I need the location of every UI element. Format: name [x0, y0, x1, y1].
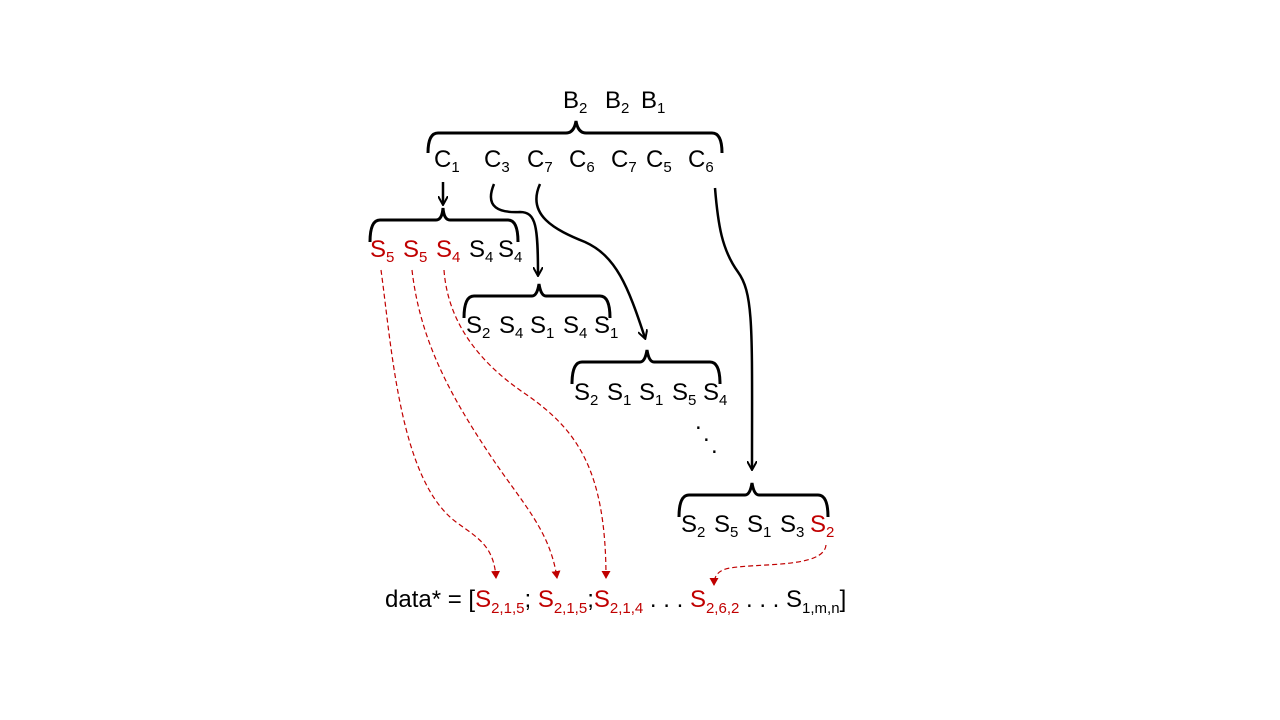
arrow-c6-to-group-4 — [713, 187, 752, 469]
brace-s-group-3 — [570, 349, 722, 385]
s-group-4-item-1: S2 — [681, 511, 706, 541]
s-group-1-item-5: S4 — [498, 236, 523, 266]
s-group-3-item-1: S2 — [574, 379, 599, 409]
data-item-1: S2,1,5 — [475, 586, 525, 617]
b-label-2: B2 — [605, 87, 630, 117]
brace-c-row — [426, 120, 724, 154]
s-group-1-item-4: S4 — [469, 236, 494, 266]
ellipsis-dot-2: . — [703, 420, 710, 447]
arrow-c7-to-group-3 — [535, 183, 645, 338]
s-group-4-item-3: S1 — [747, 511, 772, 541]
c-label-7: C6 — [688, 146, 714, 176]
ellipsis-dot-1: . — [695, 408, 702, 435]
s-group-3-item-2: S1 — [607, 379, 632, 409]
brace-s-group-1 — [368, 207, 520, 243]
c-label-6: C5 — [646, 146, 672, 176]
b-label-3: B1 — [641, 87, 666, 117]
b-label-1: B2 — [563, 87, 588, 117]
s-group-2-item-3: S1 — [530, 312, 555, 342]
s-group-1-item-3: S4 — [436, 236, 461, 266]
data-sep-3: . . . — [643, 586, 690, 613]
s-group-3-item-3: S1 — [639, 379, 664, 409]
dashed-arrow-s2 — [709, 544, 827, 586]
ellipsis-dot-3: . — [711, 432, 718, 459]
data-item-3: S2,1,4 — [593, 586, 644, 617]
dashed-arrow-s4 — [443, 269, 611, 579]
s-group-3-item-5: S4 — [703, 379, 728, 409]
s-group-4-item-4: S3 — [780, 511, 805, 541]
data-prefix: data* = [ — [385, 586, 476, 613]
s-group-2-item-2: S4 — [499, 312, 524, 342]
data-array-line: data* = [S2,1,5; S2,1,5;S2,1,4 . . . S2,… — [385, 586, 847, 617]
s-group-2-item-5: S1 — [594, 312, 619, 342]
s-group-1-item-2: S5 — [403, 236, 428, 266]
data-item-5: S1,m,n — [786, 586, 840, 617]
dashed-arrow-s5-b — [411, 269, 561, 579]
arrow-c3-to-group-2 — [489, 183, 538, 275]
data-item-4: S2,6,2 — [689, 586, 740, 617]
s-group-3-item-4: S5 — [672, 379, 697, 409]
dashed-arrow-s5-a — [380, 269, 501, 579]
s-group-2-item-4: S4 — [563, 312, 588, 342]
s-group-4-item-2: S5 — [714, 511, 739, 541]
data-sep-4: . . . — [739, 586, 787, 613]
c-label-5: C7 — [611, 146, 637, 176]
brace-s-group-4 — [677, 482, 830, 518]
s-group-4-item-5: S2 — [810, 511, 835, 541]
data-item-2: S2,1,5 — [537, 586, 588, 617]
c-label-3: C7 — [527, 146, 553, 176]
s-group-2-item-1: S2 — [466, 312, 491, 342]
c-label-4: C6 — [569, 146, 595, 176]
c-label-2: C3 — [484, 146, 510, 176]
s-group-1-item-1: S5 — [370, 236, 395, 266]
data-close: ] — [839, 586, 847, 613]
c-label-1: C1 — [434, 146, 460, 176]
data-sep-1: ; — [524, 586, 538, 613]
brace-s-group-2 — [462, 283, 612, 319]
data-sep-2: ; — [587, 586, 594, 613]
